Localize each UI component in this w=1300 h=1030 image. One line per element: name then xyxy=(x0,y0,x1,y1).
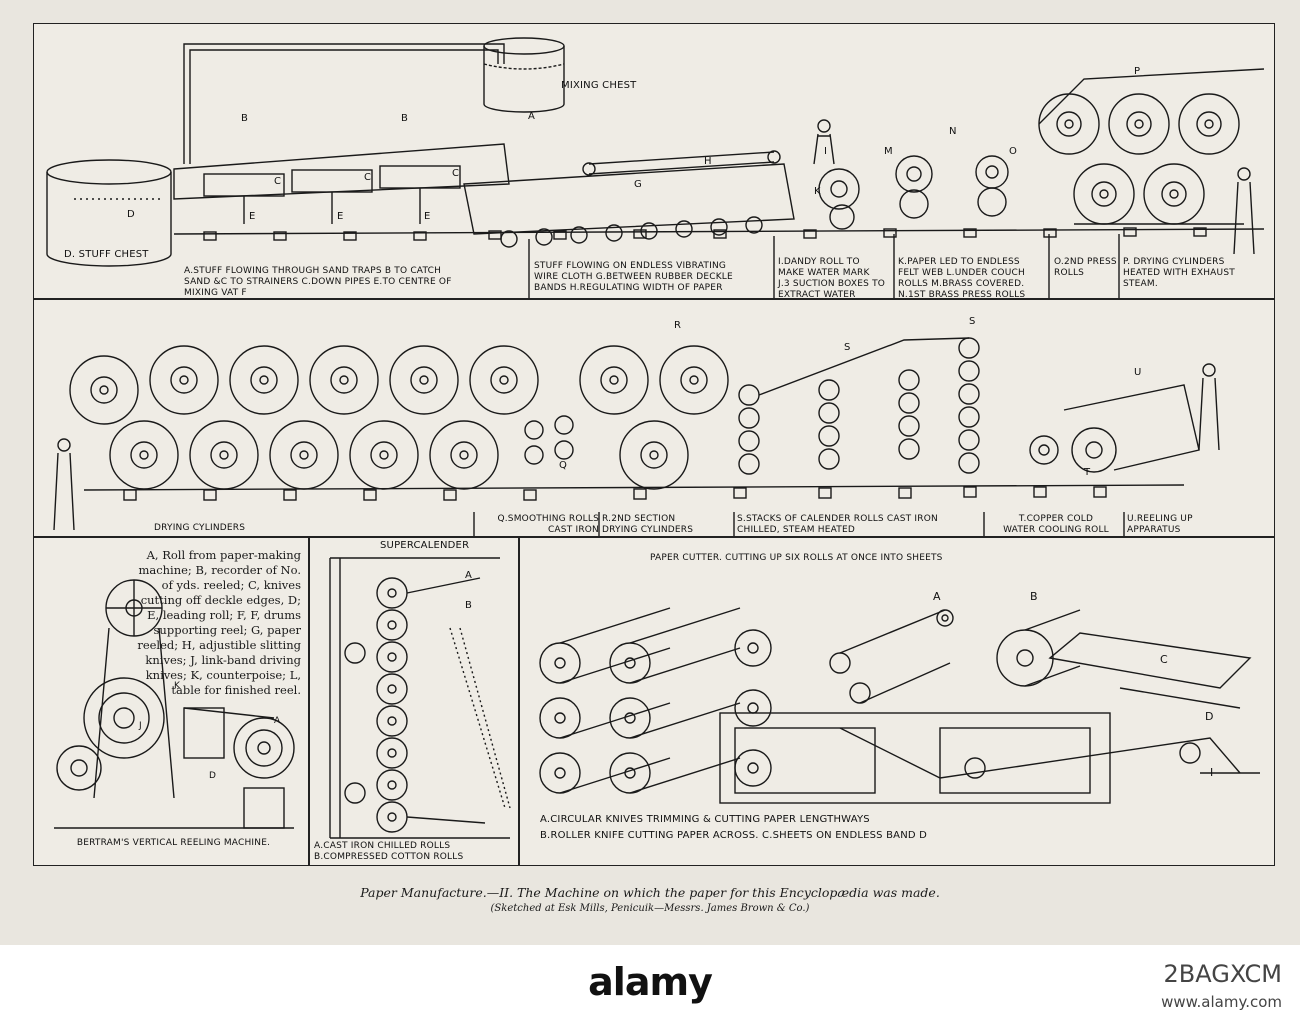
reeling-machine-drawing: K A D J xyxy=(54,579,295,829)
stock-url: www.alamy.com xyxy=(1161,993,1282,1011)
desc-r-second-section: R.2ND SECTION DRYING CYLINDERS xyxy=(602,514,694,535)
label-b-1: B xyxy=(241,113,248,124)
label-j: J xyxy=(138,721,142,731)
desc-u-reeling: U.REELING UP APPARATUS xyxy=(1127,514,1193,535)
supercalender-title: SUPERCALENDER xyxy=(380,540,470,551)
reeling-legend: A, Roll from paper-making machine; B, re… xyxy=(137,548,301,697)
label-e-3: E xyxy=(424,211,430,222)
label-b: B xyxy=(1030,590,1038,603)
label-n: N xyxy=(949,126,956,137)
label-c-2: C xyxy=(364,172,371,183)
paper-cutter-desc-1: A.CIRCULAR KNIVES TRIMMING & CUTTING PAP… xyxy=(540,814,870,825)
desc-a-sand-traps: A.STUFF FLOWING THROUGH SAND TRAPS B TO … xyxy=(184,266,452,298)
label-c-3: C xyxy=(452,168,459,179)
desc-o-press-rolls: O.2ND PRESS ROLLS xyxy=(1054,257,1117,278)
figure-caption: Paper Manufacture.—II. The Machine on wh… xyxy=(360,885,940,900)
panel-reeling-machine: A, Roll from paper-making machine; B, re… xyxy=(33,537,309,866)
label-t: T xyxy=(1083,467,1091,478)
label-s-1: S xyxy=(844,342,850,353)
label-b: B xyxy=(465,600,472,611)
label-d: D xyxy=(1205,710,1213,723)
label-k: K xyxy=(814,186,821,197)
label-q: Q xyxy=(559,460,567,471)
label-e-1: E xyxy=(249,211,255,222)
label-a: A xyxy=(465,570,472,581)
panel-paper-cutter: PAPER CUTTER. CUTTING UP SIX ROLLS AT ON… xyxy=(519,537,1275,866)
label-p: P xyxy=(1134,66,1140,77)
panel-paper-machine-wet-end: B B A C C C E E E D G H I K M N O P MIXI… xyxy=(33,23,1275,299)
mixing-chest-label: MIXING CHEST xyxy=(561,80,637,91)
stock-logo: alamy xyxy=(588,960,713,1004)
label-h: H xyxy=(704,156,712,167)
stock-watermark-bar xyxy=(0,945,1300,1030)
label-c: C xyxy=(1160,653,1168,666)
paper-cutter-title: PAPER CUTTER. CUTTING UP SIX ROLLS AT ON… xyxy=(650,553,943,563)
label-i: I xyxy=(824,146,827,157)
drying-cylinders-label: DRYING CYLINDERS xyxy=(154,523,246,533)
paper-cutter-drawing: A B C D I xyxy=(539,590,1260,804)
desc-p-drying-cylinders: P. DRYING CYLINDERS HEATED WITH EXHAUST … xyxy=(1123,257,1235,289)
label-a: A xyxy=(933,590,941,603)
label-s-2: S xyxy=(969,316,975,327)
label-u: U xyxy=(1134,367,1141,378)
label-k: K xyxy=(174,681,181,691)
panel-supercalender: SUPERCALENDER A B A.CAST IRON CH xyxy=(309,537,519,866)
paper-cutter-desc-2: B.ROLLER KNIFE CUTTING PAPER ACROSS. C.S… xyxy=(540,830,928,841)
panel-drying-and-calendering: R S S Q T U DRYING CYLINDERS Q.SMOOTHING… xyxy=(33,299,1275,537)
label-i: I xyxy=(1210,766,1213,779)
supercalender-desc: A.CAST IRON CHILLED ROLLS B.COMPRESSED C… xyxy=(314,841,464,862)
desc-s-calender: S.STACKS OF CALENDER ROLLS CAST IRON CHI… xyxy=(737,514,938,535)
stuff-chest-label: D. STUFF CHEST xyxy=(64,249,149,260)
label-a: A xyxy=(528,111,535,122)
label-e-2: E xyxy=(337,211,343,222)
label-o: O xyxy=(1009,146,1017,157)
desc-t-cooling-roll: T.COPPER COLD WATER COOLING ROLL xyxy=(1003,514,1109,535)
reeling-machine-title: BERTRAM'S VERTICAL REELING MACHINE. xyxy=(76,838,271,848)
dry-end-drawing: R S S Q T U xyxy=(53,316,1220,536)
label-m: M xyxy=(884,146,893,157)
figure-credit: (Sketched at Esk Mills, Penicuik—Messrs.… xyxy=(490,903,810,914)
label-a: A xyxy=(274,716,281,726)
label-c-1: C xyxy=(274,176,281,187)
desc-g-wire-cloth: STUFF FLOWING ON ENDLESS VIBRATING WIRE … xyxy=(534,261,733,293)
label-d: D xyxy=(127,209,135,220)
desc-q-smoothing: Q.SMOOTHING ROLLS CAST IRON xyxy=(497,514,599,535)
stock-image-id: 2BAGXCM xyxy=(1163,960,1283,988)
desc-i-dandy-roll: I.DANDY ROLL TO MAKE WATER MARK J.3 SUCT… xyxy=(778,257,886,299)
wet-end-drawing: B B A C C C E E E D G H I K M N O P xyxy=(46,37,1265,298)
label-r: R xyxy=(674,320,681,331)
label-g: G xyxy=(634,179,642,190)
supercalender-drawing: A B xyxy=(329,557,511,839)
label-d: D xyxy=(209,771,216,781)
desc-k-felt-web: K.PAPER LED TO ENDLESS FELT WEB L.UNDER … xyxy=(898,257,1026,299)
label-b-2: B xyxy=(401,113,408,124)
